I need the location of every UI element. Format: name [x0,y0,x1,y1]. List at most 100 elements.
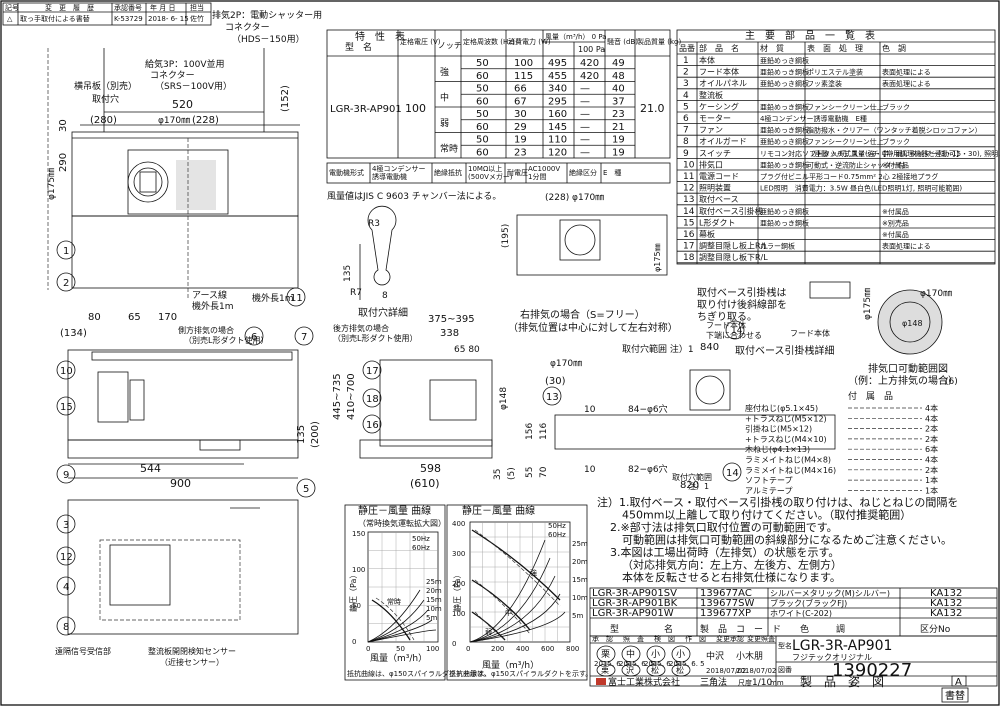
spec-q100: — [580,109,590,120]
parts-header: 色 調 [882,43,906,53]
spec-h-hz: 定格周波数 (Hz) [463,37,515,46]
spec-q100: — [580,135,590,146]
dim-10: 10 [584,405,596,415]
callout-srs: （SRS－100V用） [155,81,232,92]
curve2-xlabel: 風量（m³/h） [482,660,539,671]
curve2-duct-label: 10m [572,594,588,602]
variant-cell: 139677XP [700,608,751,619]
part-bubble-13 [542,386,562,406]
part-bubble-16 [362,414,382,434]
parts-name: 整流板 [699,90,723,100]
part-bubble-label: 1 [63,246,69,257]
spec-hz: 50 [476,84,489,95]
part-bubble-15 [56,396,76,416]
spec-h-model: 型 名 [345,41,372,53]
parts-material: 亜鉛めっき鋼板 [760,102,809,111]
parts-title: 主 要 部 品 一 覧 表 [745,29,875,42]
parts-no: 18 [683,253,695,263]
spec-extra-cell: 絶縁区分 [569,168,597,177]
dim-200: (200) [310,421,321,448]
parts-name: 調整目隠し板上R/L [699,241,768,251]
dim-228: (228) [192,115,219,126]
curve2-fan-strong [471,529,561,601]
mount-base-view: 取付穴範囲 注）1 840 φ170㎜ (30) 10 84−φ6穴 10 82… [525,342,836,491]
curve2-xtick: 200 [491,645,504,653]
accessories-list: 付 属 品 座付ねじ(φ5.1×45)4本+トラスねじ(M5×12)4本引掛ねじ… [745,391,938,495]
front-view: 80 65 170 (134) 側方排気の場合 （別売L形ダクト使用） 544 … [60,312,321,490]
spec-db: 49 [612,58,625,69]
variant-cell: ブラック(ブラックFJ) [770,598,847,608]
curve2-xtick: 400 [516,645,529,653]
tb-head: 検 図 [654,634,675,643]
base-label3: ちぎり取る。 [697,310,757,323]
spec-note: 風量値はJIS C 9603 チャンバー法による。 [327,190,501,202]
side-exhaust-sub: （別売L形ダクト使用） [184,335,268,345]
dim-445: 445~735 [332,373,343,420]
callout-mount-hole: 取付穴 [92,93,119,105]
spec-q0: 295 [548,96,567,107]
dim-290: 290 [58,153,69,172]
spec-h-watts: 消費電力 (W) [508,37,551,46]
dim-338: 338 [440,328,459,339]
curve1-fan-60 [375,597,415,641]
curve2-duct-curve [469,575,556,643]
curve2-duct-curve [469,557,551,643]
dim-r7: R7 [350,288,362,298]
spec-watts: 100 [514,58,533,69]
tb-stamp: 中 [626,648,635,660]
accessories-title: 付 属 品 [848,391,893,402]
spec-db: 37 [612,96,625,107]
parts-name: スイッチ [699,149,731,158]
spec-h-q100: 100 Pa [578,45,605,54]
tb-stamp: 栗 [601,649,610,660]
spec-watts: 29 [514,122,527,133]
parts-material: 4極コンデンサー誘導電動機 E種 [760,114,867,123]
accessory-name: 引掛ねじ(M5×12) [745,424,812,434]
tb-code-label: 図番 [778,666,792,674]
curve2-marks: 強中弱 [485,569,537,636]
spec-h-q0: 風量（m³/h） 0 Pa [545,33,607,41]
parts-finish: フッ素塗装 [807,79,842,88]
dim-175: φ175㎜ [47,168,57,200]
variant-cell: 139677SW [700,598,755,609]
spec-extra-cell: AC1000V [528,165,560,173]
spec-voltage: 100 [405,102,426,115]
parts-no: 3 [683,79,689,89]
note-line: 3.本図は工場出荷時（左排気）の状態を示す。 [610,545,839,559]
tb-company: 富士工業株式会社 [608,676,680,688]
accessory-name: 木ねじ(φ4.1×13) [745,444,810,454]
dim-610: (610) [410,477,440,490]
dim-135: 135 [296,425,307,444]
part-bubble-6 [244,326,264,346]
part-bubble-label: 14 [726,468,739,479]
dim-826: 82−φ6穴 [628,463,668,475]
accessory-qty: 6本 [925,444,938,454]
curve1-duct-label: 25m [426,578,442,586]
dim-70: 70 [539,466,549,478]
title-block: 承 認照 査検 図作 図変更承認変更照査 栗2015. 6. 5中2015. 6… [589,634,998,703]
tb-stamp2: 沢 [626,666,634,675]
part-bubble-18 [362,388,382,408]
callout-hang-len: 機外長1m [252,292,294,304]
spec-extra-cell: 電動機形式 [329,168,364,177]
part-bubble-label: 5 [303,484,309,495]
tb-stamp: 小 [651,649,660,660]
parts-finish: 脂肪撥水・クリアー（ワンタッチ着脱シロッコファン） [807,126,982,135]
parts-no: 10 [683,160,695,170]
rev-h3: 年 月 日 [150,3,175,12]
parts-finish: ファンシークリーン仕上 [807,137,884,146]
parts-color: 表面処理による [882,68,931,77]
curve1-note: 抵抗曲線は、φ150スパイラルダクトを示す。 [347,669,490,678]
spec-notch: 常時 [440,143,458,155]
accessory-name: ソフトテープ [745,476,793,485]
parts-color: ※別売品 [882,218,909,227]
part-bubble-label: 4 [63,582,69,593]
side-view: 後方排気の場合 （別売L形ダクト使用） 375~395 338 65 80 44… [332,314,517,490]
dim-170a: φ170㎜ [158,116,190,126]
variant-cell: LGR-3R-AP901BK [592,598,678,609]
